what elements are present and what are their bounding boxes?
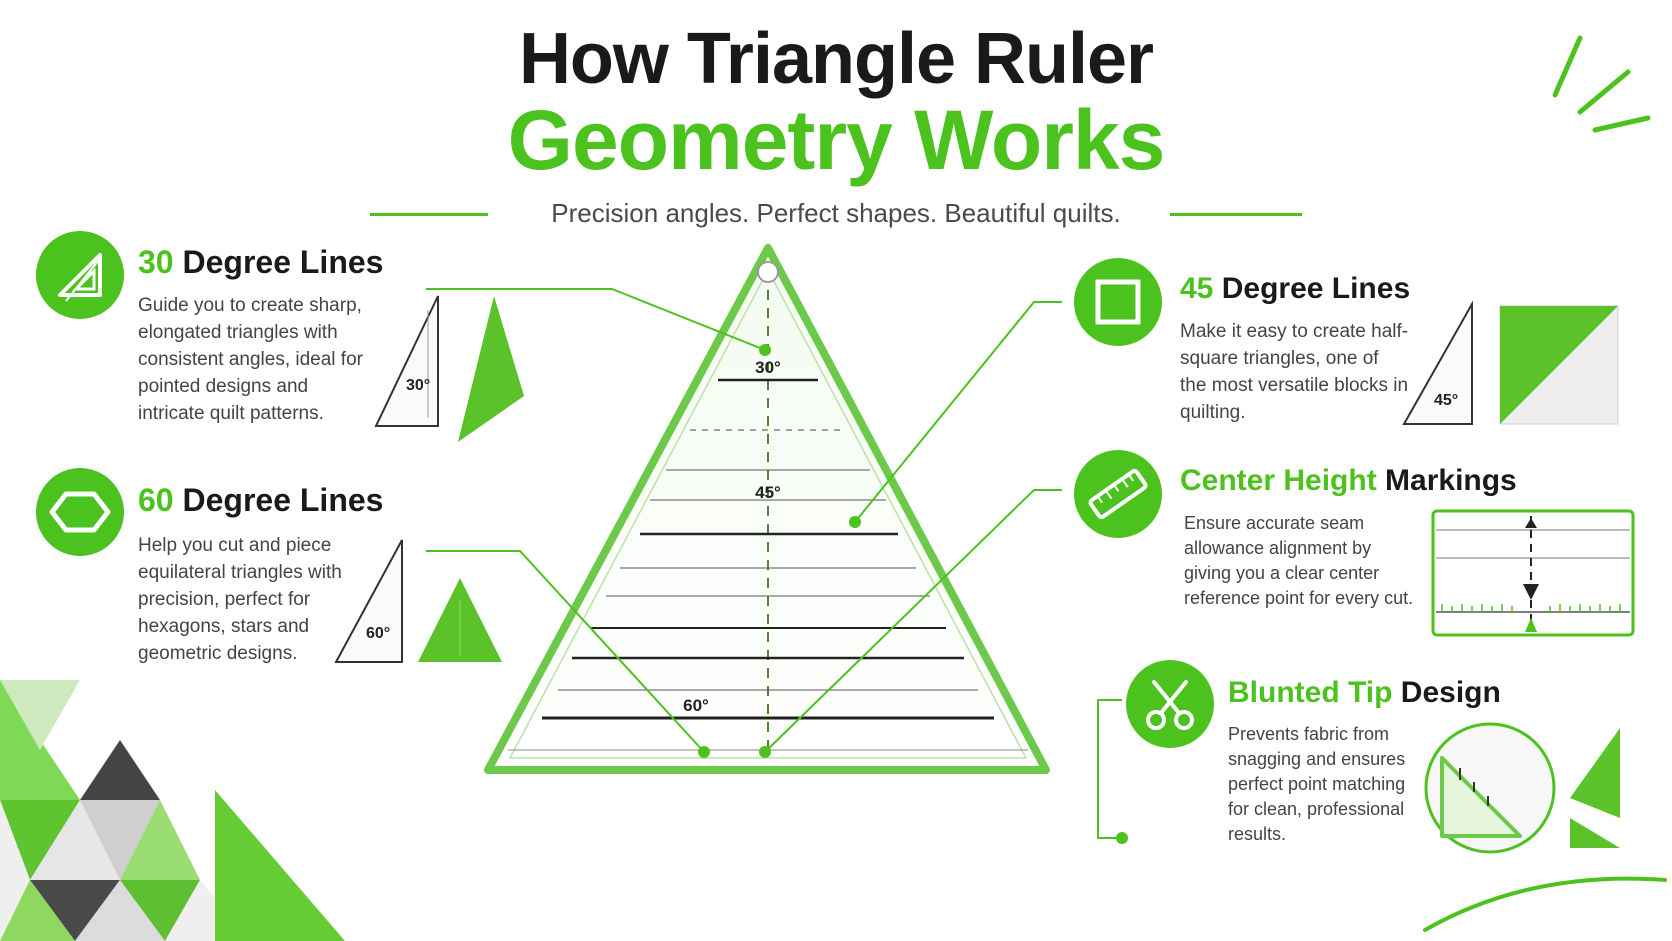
tagline-rule-left	[370, 213, 488, 216]
example-30-label: 30°	[406, 377, 430, 394]
feature-title-45-label: Degree Lines	[1221, 272, 1411, 305]
ruler-triangle-icon	[36, 231, 124, 319]
scissors-icon	[1126, 660, 1214, 748]
tagline: Precision angles. Perfect shapes. Beauti…	[551, 198, 1121, 228]
example-60-triangles: 60°	[334, 539, 502, 663]
feature-title-45: 45 Degree Lines	[1180, 272, 1410, 306]
triangle-ruler: 30° 45° 60°	[484, 244, 1050, 774]
square-icon	[1074, 258, 1162, 346]
feature-desc-60: Help you cut and piece equilateral trian…	[138, 535, 342, 664]
quilt-pattern-decoration	[0, 680, 345, 941]
ruler-icon	[1074, 450, 1162, 538]
feature-title-60-num: 60	[138, 482, 174, 518]
feature-title-center: Center Height Markings	[1180, 464, 1517, 498]
ruler-label-45: 45°	[755, 483, 781, 502]
feature-title-45-num: 45	[1180, 272, 1214, 305]
hexagon-icon	[36, 468, 124, 556]
swoosh-decoration	[1423, 876, 1667, 932]
tagline-rule-right	[1170, 213, 1302, 216]
feature-title-blunt-label: Design	[1400, 676, 1501, 709]
feature-desc-45: Make it easy to create half-square trian…	[1180, 321, 1409, 423]
title-line-2: Geometry Works	[507, 93, 1166, 187]
example-30-triangles: 30°	[374, 295, 524, 442]
feature-desc-blunt: Prevents fabric from snagging and ensure…	[1228, 724, 1406, 844]
feature-title-30-num: 30	[138, 244, 174, 280]
example-45-blocks: 45°	[1402, 300, 1619, 425]
feature-desc-30: Guide you to create sharp, elongated tri…	[138, 295, 363, 424]
feature-title-blunt: Blunted Tip Design	[1228, 676, 1501, 710]
feature-desc-center: Ensure accurate seam allowance alignment…	[1184, 513, 1414, 608]
blunted-tip-example	[1424, 722, 1620, 854]
ruler-label-60: 60°	[683, 696, 709, 715]
feature-title-30: 30 Degree Lines	[138, 244, 383, 281]
feature-title-center-label: Markings	[1385, 464, 1517, 497]
feature-title-blunt-green: Blunted Tip	[1228, 676, 1393, 709]
feature-title-60: 60 Degree Lines	[138, 482, 383, 519]
feature-title-30-label: Degree Lines	[182, 244, 384, 280]
feature-title-60-label: Degree Lines	[182, 482, 384, 518]
example-60-label: 60°	[366, 625, 390, 642]
example-45-label: 45°	[1434, 392, 1458, 409]
center-marking-example	[1431, 509, 1635, 637]
feature-title-center-green: Center Height	[1180, 464, 1377, 497]
title-line-1: How Triangle Ruler	[518, 19, 1154, 99]
accent-strokes-icon	[1552, 35, 1651, 133]
ruler-label-30: 30°	[755, 358, 781, 377]
